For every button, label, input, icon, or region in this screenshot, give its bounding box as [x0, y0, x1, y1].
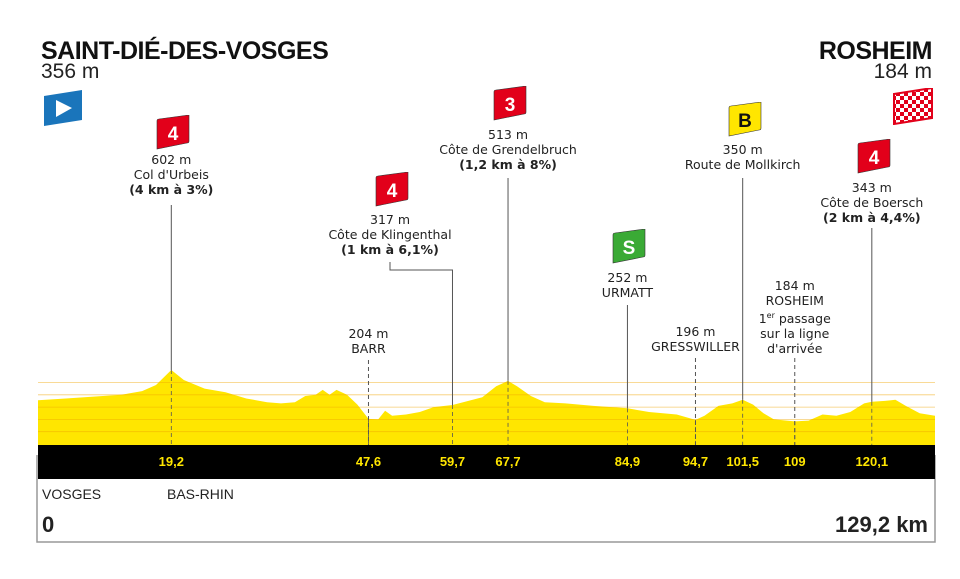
checkered-flag-icon	[893, 88, 933, 125]
start-altitude: 356 m	[41, 60, 100, 83]
km-marker: 59,7	[440, 454, 465, 469]
place-name: Côte de Boersch	[820, 195, 924, 210]
climb-category-flag-icon: 3	[490, 85, 527, 121]
km-marker: 47,6	[356, 454, 381, 469]
climb-category-flag-icon: 4	[153, 114, 190, 150]
km-band	[38, 445, 935, 479]
note: er	[766, 311, 775, 320]
climb-detail: (2 km à 4,4%)	[823, 210, 921, 225]
altitude: 317 m	[369, 212, 411, 227]
distance-end: 129,2 km	[835, 512, 928, 537]
altitude: 602 m	[151, 152, 192, 167]
place-name: Côte de Klingenthal	[328, 227, 452, 242]
altitude: 204 m	[348, 326, 389, 341]
altitude: 343 m	[851, 180, 892, 195]
note: d'arrivée	[767, 341, 823, 357]
km-marker: 84,9	[615, 454, 640, 469]
region-label: BAS-RHIN	[167, 486, 234, 502]
note: passage	[778, 311, 831, 327]
place-name: Col d'Urbeis	[133, 167, 209, 182]
note: 1	[758, 311, 767, 327]
place-name: BARR	[351, 341, 386, 356]
place-name: GRESSWILLER	[651, 339, 740, 354]
flag-text: 4	[869, 148, 880, 169]
climb-category-flag-icon: 4	[854, 138, 891, 174]
altitude: 184 m	[774, 278, 815, 293]
finish-city: ROSHEIM	[818, 37, 933, 65]
frame	[36, 455, 936, 543]
start-city: SAINT-DIÉ-DES-VOSGES	[41, 37, 329, 65]
altitude: 252 m	[607, 270, 648, 285]
flag-text: 4	[387, 181, 398, 202]
km-marker: 120,1	[856, 454, 889, 469]
km-marker: 94,7	[683, 454, 708, 469]
bonus-flag-icon: B	[725, 101, 761, 137]
place-name: Côte de Grendelbruch	[439, 142, 577, 157]
flag-text: 3	[505, 95, 516, 116]
place-name: Route de Mollkirch	[684, 157, 801, 172]
leader-line	[389, 262, 453, 406]
place-name: ROSHEIM	[765, 293, 824, 308]
start-flag-icon	[44, 90, 82, 126]
km-marker: 109	[784, 454, 806, 469]
flag-text: B	[738, 111, 752, 132]
km-marker: 101,5	[726, 454, 759, 469]
climb-detail: (1,2 km à 8%)	[459, 157, 557, 172]
sprint-flag-icon: S	[609, 228, 646, 264]
altitude: 513 m	[488, 127, 529, 142]
note: sur la ligne	[760, 326, 830, 342]
flag-text: S	[623, 238, 636, 259]
altitude: 196 m	[675, 324, 716, 339]
region-label: VOSGES	[42, 486, 102, 502]
distance-start: 0	[42, 512, 55, 537]
place-name: URMATT	[601, 285, 654, 300]
km-marker: 19,2	[159, 454, 184, 469]
flag-text: 4	[168, 124, 179, 145]
km-marker: 67,7	[495, 454, 520, 469]
climb-detail: (4 km à 3%)	[129, 182, 214, 197]
climb-detail: (1 km à 6,1%)	[341, 242, 439, 257]
finish-altitude: 184 m	[873, 60, 932, 83]
altitude: 350 m	[722, 142, 763, 157]
climb-category-flag-icon: 4	[372, 171, 409, 207]
